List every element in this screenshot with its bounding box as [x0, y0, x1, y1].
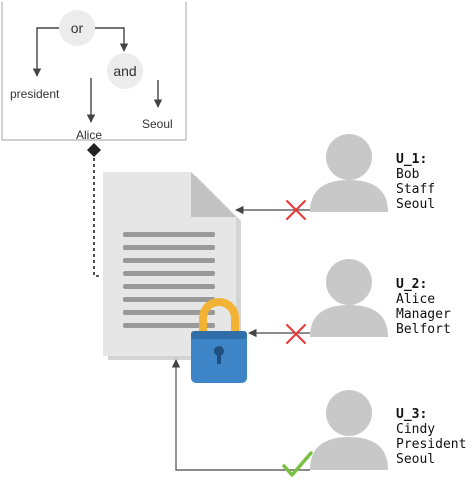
seoul-leaf: Seoul — [142, 117, 173, 131]
user-3-id: U_3: — [396, 407, 427, 422]
user-3-attr-city: Seoul — [396, 452, 435, 467]
policy-attach-diamond — [87, 143, 101, 157]
user-2-label: U_2: Alice Manager Belfort — [396, 277, 451, 337]
user-3-attr-name: Cindy — [396, 422, 435, 437]
user-1-attr-role: Staff — [396, 182, 435, 197]
user-3-label: U_3: Cindy President Seoul — [396, 407, 466, 467]
padlock-icon — [191, 298, 247, 383]
policy-tree-edges — [32, 27, 163, 123]
user-1-label: U_1: Bob Staff Seoul — [396, 152, 435, 212]
user-2-attr-city: Belfort — [396, 322, 451, 337]
u3-request-arrow — [171, 359, 310, 471]
user-3-attr-role: President — [396, 437, 466, 452]
edge-or-to-and — [95, 27, 129, 52]
and-node: and — [107, 53, 143, 89]
user-2-attr-name: Alice — [396, 292, 435, 307]
user-1-attr-city: Seoul — [396, 197, 435, 212]
user-2-attr-role: Manager — [396, 307, 451, 322]
policy-dashed-link — [93, 158, 101, 277]
or-label: or — [71, 20, 84, 36]
edge-or-to-president — [32, 27, 60, 77]
user-1-attr-name: Bob — [396, 167, 420, 182]
user-silhouette-icon — [310, 259, 388, 337]
red-x-icon — [286, 324, 306, 344]
and-label: and — [113, 63, 136, 79]
red-x-icon — [286, 200, 306, 220]
policy-tree-frame — [1, 2, 187, 141]
user-1-id: U_1: — [396, 152, 427, 167]
user-2-id: U_2: — [396, 277, 427, 292]
document-lines — [123, 232, 215, 328]
user-silhouette-icon — [310, 390, 388, 470]
access-arrows — [171, 205, 310, 471]
user-silhouette-icon — [310, 134, 388, 212]
or-node: or — [59, 10, 95, 46]
green-check-icon — [282, 451, 313, 477]
alice-leaf: Alice — [76, 128, 102, 142]
president-leaf: president — [10, 87, 60, 101]
